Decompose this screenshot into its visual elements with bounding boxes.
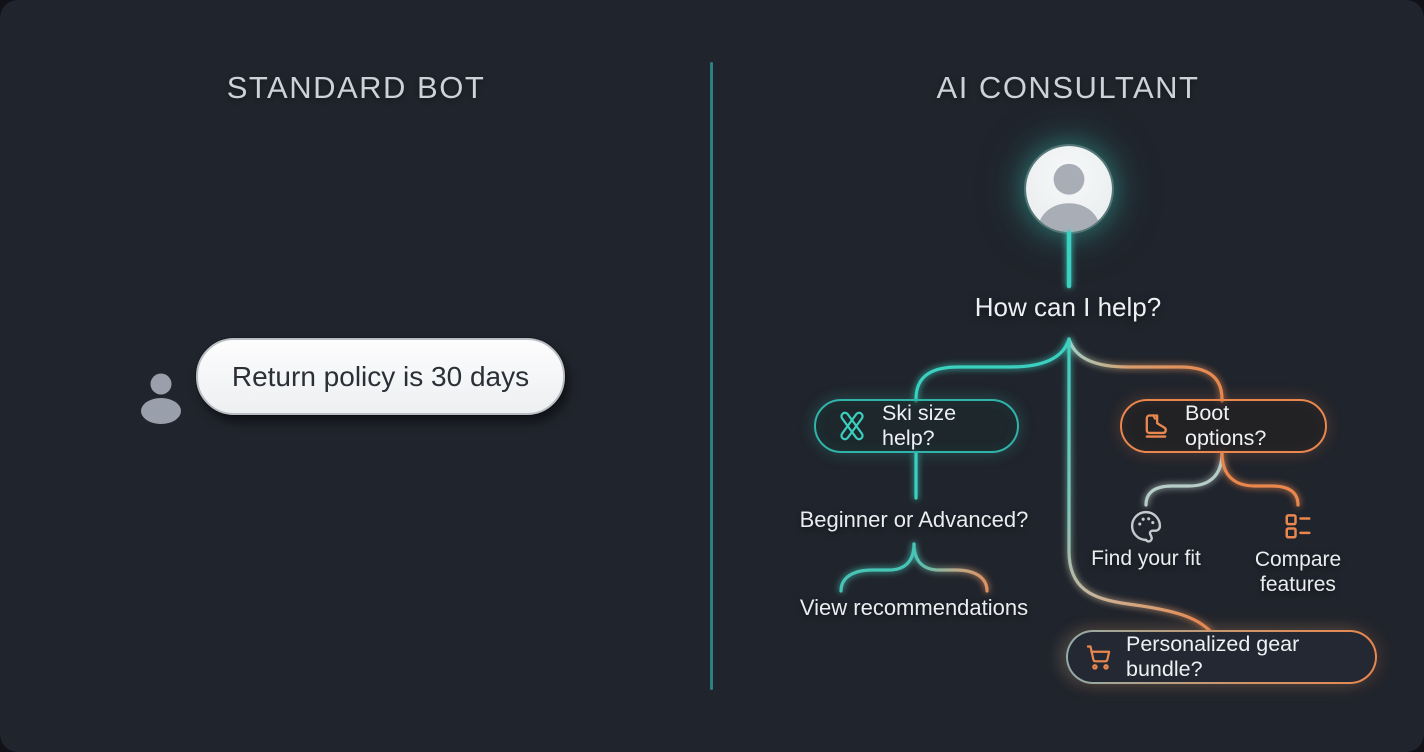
user-silhouette-icon <box>141 373 181 424</box>
prompt-text: How can I help? <box>974 292 1162 322</box>
branch-boot-line <box>1067 337 1224 403</box>
bot-reply-bubble: Return policy is 30 days <box>196 338 565 415</box>
view-recommendations-label: View recommendations <box>799 595 1029 620</box>
bot-reply-text: Return policy is 30 days <box>231 360 530 392</box>
boot-options-chip[interactable]: Boot options? <box>1120 399 1327 453</box>
ai-consultant-title: AI CONSULTANT <box>936 70 1200 105</box>
crossed-skis-icon <box>840 411 864 441</box>
ski-size-label: Ski size help? <box>882 401 957 450</box>
brace-left-line <box>839 542 916 593</box>
boot-split-right-line <box>1220 451 1300 507</box>
ski-size-chip[interactable]: Ski size help? <box>814 399 1019 453</box>
branch-ski-line <box>914 337 1071 403</box>
gear-bundle-label: Personalized gear bundle? <box>1126 632 1300 681</box>
brace-right-line <box>912 542 989 593</box>
branch-bundle-line <box>1067 337 1213 634</box>
boot-split-left-line <box>1144 451 1224 507</box>
boot-options-label: Boot options? <box>1185 401 1267 450</box>
find-your-fit-label: Find your fit <box>1091 547 1201 570</box>
palette-icon <box>1130 510 1162 543</box>
panel-divider <box>710 62 713 690</box>
consultant-avatar <box>1026 146 1112 232</box>
consultant-avatar-icon <box>1037 163 1101 232</box>
standard-bot-title: STANDARD BOT <box>226 70 486 105</box>
shopping-cart-icon <box>1086 645 1111 670</box>
ski-boot-icon <box>1145 413 1167 438</box>
checklist-icon <box>1285 514 1311 539</box>
gear-bundle-chip[interactable]: Personalized gear bundle? <box>1066 630 1377 684</box>
compare-features-label: Compare features <box>1254 548 1342 596</box>
beginner-advanced-label: Beginner or Advanced? <box>799 507 1029 532</box>
